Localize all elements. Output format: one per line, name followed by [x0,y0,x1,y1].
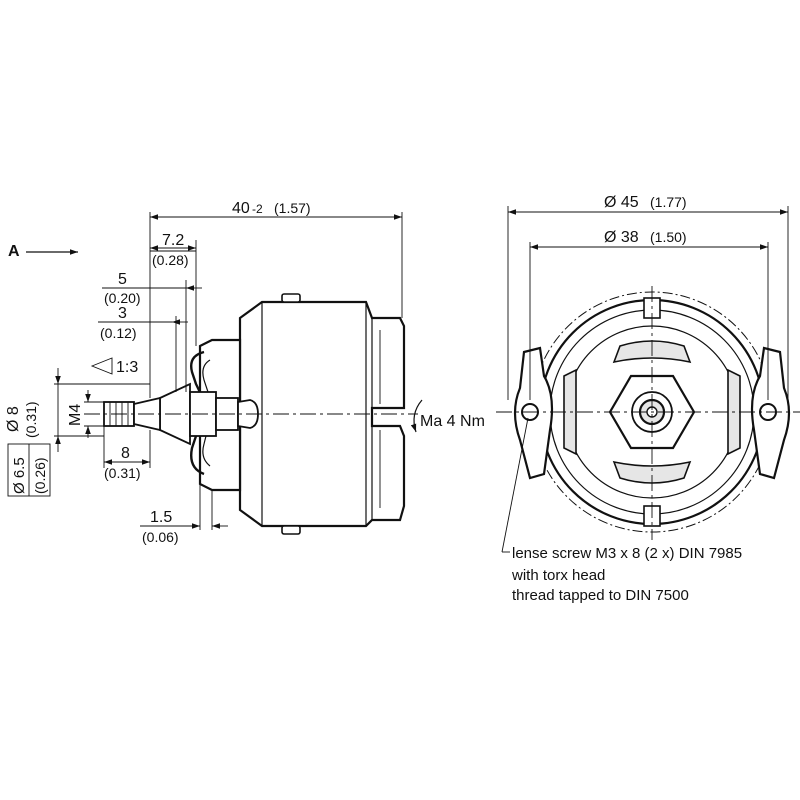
dim-value: Ø 45 [604,194,639,211]
rotation-arrow-icon [410,399,423,433]
dim-inch: (1.57) [274,200,311,216]
taper-value: 1:3 [116,359,138,376]
dim-value: 5 [118,271,127,288]
dim-3: 3 (0.12) [98,305,188,392]
dim-1-5: 1.5 (0.06) [140,484,228,545]
screw-head-bottom [281,525,301,535]
dim-inch: (1.50) [650,229,687,245]
dim-value: 40 [232,200,250,217]
dim-value: M4 [67,404,84,426]
dim-inch: (0.31) [23,401,39,438]
note-line-2: with torx head [511,567,605,584]
side-view [84,293,418,535]
dim-dia-6-5: Ø 6.5 (0.26) [7,443,51,497]
dim-value: 1.5 [150,509,172,526]
dim-inch: (0.12) [100,325,137,341]
clamp-jaw-bottom [612,460,692,484]
dim-value: 8 [121,445,130,462]
taper-icon [90,357,113,375]
dim-value: Ø 38 [604,229,639,246]
view-letter: A [8,243,20,260]
torque-callout: Ma 4 Nm [410,399,485,433]
taper-callout: 1:3 [90,357,138,376]
dim-value: Ø 6.5 [11,457,28,494]
dim-tolerance: -2 [252,202,263,216]
dim-inch: (1.77) [650,194,687,210]
dim-7-2: 7.2 (0.28) [150,232,197,346]
torque-value: Ma 4 Nm [420,413,485,430]
dim-thread-m4: M4 [67,390,104,438]
front-view [496,286,800,540]
note-leader [501,417,529,553]
dim-inch: (0.06) [142,529,179,545]
screw-head-top [281,293,301,303]
dim-inch: (0.20) [104,290,141,306]
dim-dia-45: Ø 45 (1.77) [507,194,789,400]
note-line-3: thread tapped to DIN 7500 [512,587,689,604]
view-arrow-a: A [8,243,78,260]
dim-5: 5 (0.20) [102,271,202,392]
screw-note: lense screw M3 x 8 (2 x) DIN 7985 with t… [501,417,742,604]
dim-inch: (0.26) [32,457,48,494]
note-line-1: lense screw M3 x 8 (2 x) DIN 7985 [512,545,742,562]
dim-value: 7.2 [162,232,184,249]
dim-dia-38: Ø 38 (1.50) [529,229,769,400]
dim-dia-8: Ø 8 (0.31) [5,368,150,452]
clamp-spring-inner [202,359,211,467]
dim-overall-length: 40 -2 (1.57) [149,200,403,398]
dim-value: Ø 8 [5,406,22,432]
dim-len-8: 8 (0.31) [103,426,151,481]
dim-inch: (0.31) [104,465,141,481]
dim-inch: (0.28) [152,252,189,268]
dim-value: 3 [118,305,127,322]
